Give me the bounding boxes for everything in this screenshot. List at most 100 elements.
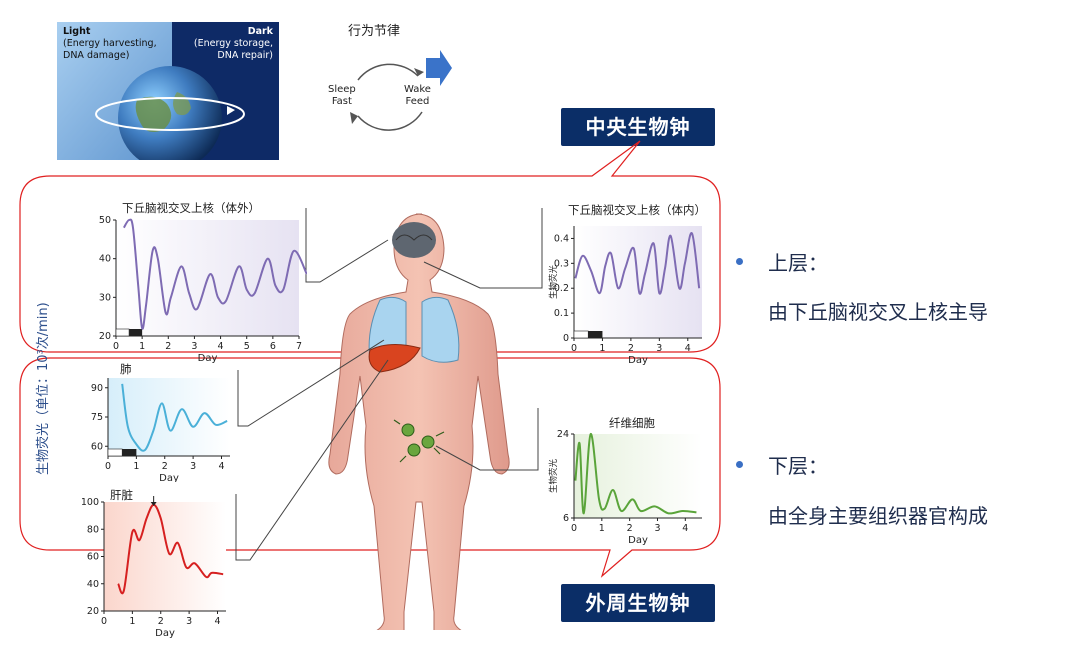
x-tick-label: 0 <box>101 616 107 627</box>
bullet-title-2: 下层： <box>768 454 828 478</box>
dark-phase-bar <box>122 449 137 456</box>
behavior-title: 行为节律 <box>348 24 401 39</box>
y-tick-label: 60 <box>91 441 103 452</box>
series-line <box>117 503 224 595</box>
plot-background <box>104 502 226 611</box>
x-tick-label: 3 <box>191 341 197 352</box>
x-tick-label: 2 <box>162 461 168 472</box>
x-tick-label: 2 <box>628 343 634 354</box>
bullet-title-1: 上层： <box>768 251 828 275</box>
series-line <box>121 383 228 452</box>
bullet-dot-2 <box>736 461 743 468</box>
dark-text: (Energy storage, DNA repair) <box>193 38 273 61</box>
chart-title-fibroblast: 纤维细胞 <box>609 416 655 430</box>
x-tick-label: 1 <box>599 523 605 534</box>
x-tick-label: 0 <box>105 461 111 472</box>
light-title: Light <box>63 26 91 37</box>
yaxis-vertical-label: 生物荧光（单位：10³次/min) <box>36 302 51 475</box>
x-tick-label: 6 <box>270 341 276 352</box>
y-tick-label: 0.4 <box>554 233 569 244</box>
y-tick-label: 0.2 <box>554 283 569 294</box>
x-axis-label: Day <box>155 628 175 639</box>
central-clock-label: 中央生物钟 <box>561 108 715 146</box>
y-tick-label: 24 <box>557 429 569 440</box>
y-tick-label: 0.1 <box>554 308 569 319</box>
y-tick-label: 40 <box>99 254 111 265</box>
x-tick-label: 2 <box>165 341 171 352</box>
x-tick-label: 3 <box>190 461 196 472</box>
light-phase-bar <box>115 328 130 337</box>
series-line <box>122 218 307 330</box>
x-tick-label: 5 <box>244 341 250 352</box>
x-tick-label: 0 <box>571 343 577 354</box>
x-tick-label: 4 <box>682 523 688 534</box>
y-tick-label: 75 <box>91 412 103 423</box>
y-tick-label: 40 <box>87 579 99 590</box>
light-text: (Energy harvesting, DNA damage) <box>63 38 157 61</box>
x-tick-label: 2 <box>627 523 633 534</box>
y-tick-label: 6 <box>563 513 569 524</box>
right-arrow-icon <box>426 50 452 86</box>
x-axis-label: Day <box>198 353 218 364</box>
y-axis-label: 生物荧光 <box>548 459 559 494</box>
x-tick-label: 0 <box>571 523 577 534</box>
y-tick-label: 60 <box>87 552 99 563</box>
x-tick-label: 3 <box>654 523 660 534</box>
x-tick-label: 3 <box>186 616 192 627</box>
series-line <box>574 232 701 295</box>
y-tick-label: 20 <box>87 606 99 617</box>
sleep-fast-label: Sleep Fast <box>328 84 356 107</box>
x-tick-label: 4 <box>218 341 224 352</box>
x-axis-label: Day <box>628 355 648 366</box>
x-tick-label: 4 <box>218 461 224 472</box>
wake-feed-label: Wake Feed <box>404 84 431 107</box>
behavior-cycle: 行为节律 Sleep Fast Wake Feed <box>318 20 458 160</box>
light-phase-bar <box>573 330 589 339</box>
peripheral-clock-label: 外周生物钟 <box>561 584 715 622</box>
chart-title-liver: 肝脏 <box>110 488 133 502</box>
x-tick-label: 7 <box>296 341 302 352</box>
bullet-dot-1 <box>736 258 743 265</box>
chart-title-scn-vitro: 下丘脑视交叉上核（体外） <box>122 201 260 215</box>
human-body <box>328 213 510 630</box>
chart-title-lung: 肺 <box>120 362 132 376</box>
bullet-body-1: 由下丘脑视交叉上核主导 <box>768 300 988 324</box>
y-tick-label: 0.3 <box>554 258 569 269</box>
earth-panel: Light (Energy harvesting, DNA damage) Da… <box>57 22 279 160</box>
x-tick-label: 0 <box>113 341 119 352</box>
series-line <box>574 432 697 515</box>
cycle-arrows <box>350 50 452 131</box>
x-tick-label: 3 <box>656 343 662 354</box>
y-tick-label: 90 <box>91 383 103 394</box>
y-tick-label: 20 <box>99 331 111 342</box>
x-tick-label: 1 <box>139 341 145 352</box>
x-axis-label: Day <box>628 535 648 546</box>
x-tick-label: 2 <box>158 616 164 627</box>
y-axis-label: 生物荧光 <box>548 265 559 300</box>
fibroblast-icon <box>393 419 445 463</box>
earth-illustration <box>57 22 279 160</box>
right-lung-icon <box>421 296 460 363</box>
x-tick-label: 4 <box>685 343 691 354</box>
x-tick-label: 1 <box>129 616 135 627</box>
dark-phase-bar <box>129 329 143 336</box>
x-tick-label: 1 <box>599 343 605 354</box>
y-tick-label: 50 <box>99 215 111 226</box>
y-tick-label: 100 <box>82 497 99 508</box>
y-tick-label: 0 <box>563 333 569 344</box>
dark-phase-bar <box>588 331 603 338</box>
dark-title: Dark <box>247 26 273 37</box>
y-tick-label: 30 <box>99 292 111 303</box>
bullet-body-2: 由全身主要组织器官构成 <box>768 504 988 528</box>
peak-arrow-icon <box>150 502 157 506</box>
chart-title-scn-vivo: 下丘脑视交叉上核（体内） <box>568 203 706 217</box>
x-tick-label: 4 <box>214 616 220 627</box>
x-axis-label: Day <box>159 473 179 482</box>
x-tick-label: 1 <box>133 461 139 472</box>
light-phase-bar <box>107 448 123 457</box>
